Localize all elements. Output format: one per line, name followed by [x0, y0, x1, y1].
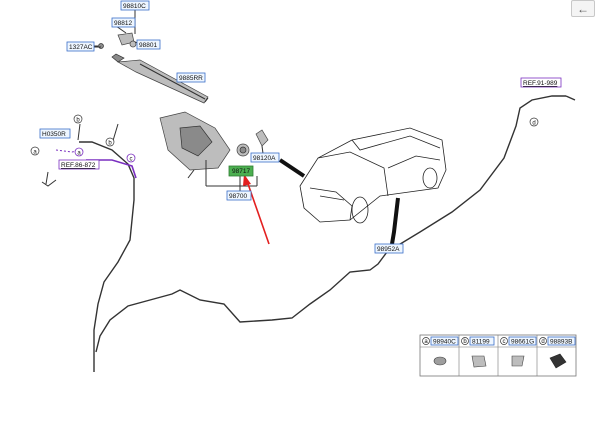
svg-text:a: a [77, 151, 81, 157]
svg-text:REF.91-989: REF.91-989 [523, 80, 558, 87]
svg-text:98717: 98717 [232, 168, 250, 175]
svg-text:b: b [76, 118, 80, 124]
callout-98700[interactable]: 98700 [226, 190, 252, 201]
callout-98120A[interactable]: 98120A [250, 152, 280, 163]
reference-91-989[interactable]: REF.91-989 [520, 77, 562, 88]
legend-item-b: b 81199 [461, 336, 495, 368]
back-button[interactable]: ← [571, 0, 595, 17]
svg-text:REF.86-872: REF.86-872 [61, 162, 96, 169]
wiper-arm-assembly [90, 32, 209, 104]
callout-1327AC[interactable]: 1327AC [66, 41, 95, 52]
svg-text:d: d [541, 339, 544, 345]
callout-98801[interactable]: 98801 [136, 39, 161, 50]
svg-text:c: c [503, 339, 506, 345]
svg-text:81199: 81199 [472, 339, 490, 346]
wiper-motor [159, 111, 269, 179]
svg-text:98812: 98812 [114, 20, 132, 27]
callout-98810C[interactable]: 98810C [120, 0, 150, 11]
svg-text:98700: 98700 [229, 193, 247, 200]
marker-a-left: a [30, 146, 40, 156]
svg-text:98893B: 98893B [550, 339, 572, 346]
marker-b-top: b [73, 114, 83, 124]
svg-text:a: a [33, 150, 37, 156]
svg-text:98120A: 98120A [253, 155, 276, 162]
svg-text:98810C: 98810C [123, 3, 146, 10]
washer-hose [77, 95, 576, 372]
legend-item-d: d 98893B [539, 336, 576, 369]
svg-text:98952A: 98952A [377, 246, 400, 253]
marker-b-mid: b [105, 137, 115, 147]
legend-item-c: c 98661G [500, 336, 537, 367]
callout-98952A[interactable]: 98952A [374, 243, 404, 254]
red-pointer-arrow [243, 174, 270, 245]
svg-text:b: b [108, 141, 112, 147]
svg-text:9885RR: 9885RR [179, 75, 203, 82]
svg-text:d: d [532, 121, 535, 127]
reference-86-872[interactable]: REF.86-872 [58, 159, 100, 170]
callout-98812[interactable]: 98812 [111, 17, 136, 28]
svg-text:98940C: 98940C [433, 339, 456, 346]
callout-9885RR[interactable]: 9885RR [176, 72, 206, 83]
marker-c: c [126, 153, 136, 163]
svg-text:1327AC: 1327AC [69, 44, 93, 51]
svg-text:a: a [424, 339, 428, 345]
svg-text:b: b [463, 339, 467, 345]
callout-H0350R[interactable]: H0350R [39, 128, 71, 139]
vehicle-illustration [278, 127, 447, 245]
svg-text:98801: 98801 [139, 42, 157, 49]
svg-text:98661G: 98661G [511, 339, 534, 346]
svg-text:H0350R: H0350R [42, 131, 66, 138]
arrow-left-icon: ← [577, 2, 589, 16]
marker-d: d [529, 117, 539, 127]
legend-table: a 98940C b 81199 c 98661G d 98893B [419, 334, 577, 377]
marker-a-right: a [74, 147, 84, 157]
svg-text:c: c [130, 157, 133, 163]
callout-98717[interactable]: 98717 [228, 165, 254, 177]
legend-item-a: a 98940C [422, 336, 459, 366]
